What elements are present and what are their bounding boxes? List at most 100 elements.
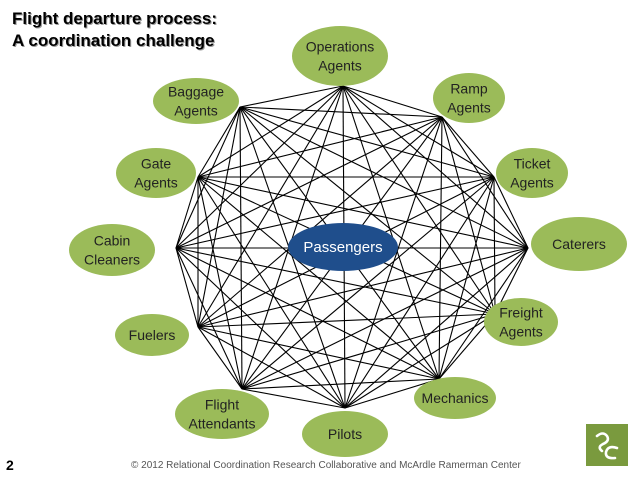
node-label: Mechanics [422, 390, 489, 406]
node-bubble [69, 224, 155, 276]
connection-line [175, 247, 440, 380]
connection-line [493, 176, 529, 249]
slide-title-line-2: A coordination challenge [12, 31, 215, 50]
node-label: Caterers [552, 236, 606, 252]
node-bubble [531, 217, 627, 271]
connection-line [175, 106, 241, 249]
node-label: Operations [306, 39, 374, 55]
connection-line [241, 176, 495, 390]
copyright-footer: © 2012 Relational Coordination Research … [131, 460, 521, 471]
hub-ellipse [288, 223, 398, 271]
connection-line [197, 176, 243, 390]
node-bubble [116, 148, 196, 198]
node-label: Pilots [328, 426, 362, 442]
node-bubble [302, 411, 388, 457]
connection-line [438, 247, 529, 380]
connection-line [342, 85, 529, 249]
connection-line [241, 313, 496, 390]
node-bubble [484, 298, 558, 346]
connection-line [197, 176, 346, 409]
connection-line [239, 106, 346, 409]
connection-line [175, 116, 443, 249]
node-label: Cleaners [84, 252, 140, 268]
connection-line [344, 378, 440, 409]
connection-line [197, 176, 440, 380]
node-label: Fuelers [129, 327, 176, 343]
connection-line [441, 116, 495, 178]
connection-line [175, 247, 496, 315]
connection-line [241, 378, 440, 390]
node-label: Agents [174, 103, 218, 119]
node-mechanics: Mechanics [414, 377, 496, 419]
node-bubble [292, 26, 388, 86]
node-label: Flight [205, 397, 239, 413]
node-label: Agents [134, 175, 178, 191]
node-label: Baggage [168, 84, 224, 100]
connection-line [175, 247, 346, 409]
node-label: Freight [499, 305, 543, 321]
connection-line [197, 176, 529, 249]
connection-line [344, 176, 495, 409]
connection-line [239, 106, 496, 315]
hub-node: Passengers [288, 223, 398, 271]
node-bubble [496, 148, 568, 198]
node-label: Agents [318, 58, 362, 74]
connection-line [441, 116, 496, 315]
node-bubble [433, 73, 505, 123]
connection-line [241, 388, 346, 409]
node-fuelers: Fuelers [115, 314, 189, 356]
connection-line [175, 247, 243, 390]
connection-line [239, 106, 495, 178]
node-bubble [115, 314, 189, 356]
slide-title-line-1: Flight departure process: [12, 9, 217, 28]
connection-line [493, 176, 496, 315]
connection-line [197, 326, 440, 380]
connection-line [175, 176, 495, 249]
node-label: Agents [510, 175, 554, 191]
connection-line [344, 313, 496, 409]
node-label: Attendants [189, 416, 256, 432]
node-label: Ticket [514, 156, 551, 172]
connection-line [197, 326, 243, 390]
node-bubble [153, 78, 239, 124]
connection-line [197, 313, 496, 328]
node-bubble [414, 377, 496, 419]
page-number: 2 [6, 457, 14, 473]
node-label: Cabin [94, 233, 131, 249]
connection-line [239, 85, 344, 108]
node-label: Agents [447, 100, 491, 116]
connection-line [344, 247, 529, 409]
connection-line [342, 85, 495, 178]
connection-line [342, 85, 443, 118]
node-label: Ramp [450, 81, 488, 97]
connection-line [197, 116, 443, 178]
hub-label: Passengers [303, 239, 382, 256]
connection-line [175, 247, 199, 328]
node-pilots: Pilots [302, 411, 388, 457]
node-caterers: Caterers [531, 217, 627, 271]
connection-line [197, 326, 346, 409]
connection-line [175, 176, 199, 249]
node-label: Gate [141, 156, 172, 172]
connection-line [239, 106, 529, 249]
connection-line [197, 85, 344, 328]
connection-line [197, 106, 241, 178]
connection-line [239, 106, 443, 118]
node-label: Agents [499, 324, 543, 340]
connection-line [197, 247, 529, 328]
node-bubble [175, 389, 269, 439]
connection-line [441, 116, 529, 249]
connection-line [342, 85, 440, 380]
connection-line [342, 85, 496, 315]
slide-title: Flight departure process: A coordination… [12, 8, 217, 52]
connection-line [239, 106, 243, 390]
